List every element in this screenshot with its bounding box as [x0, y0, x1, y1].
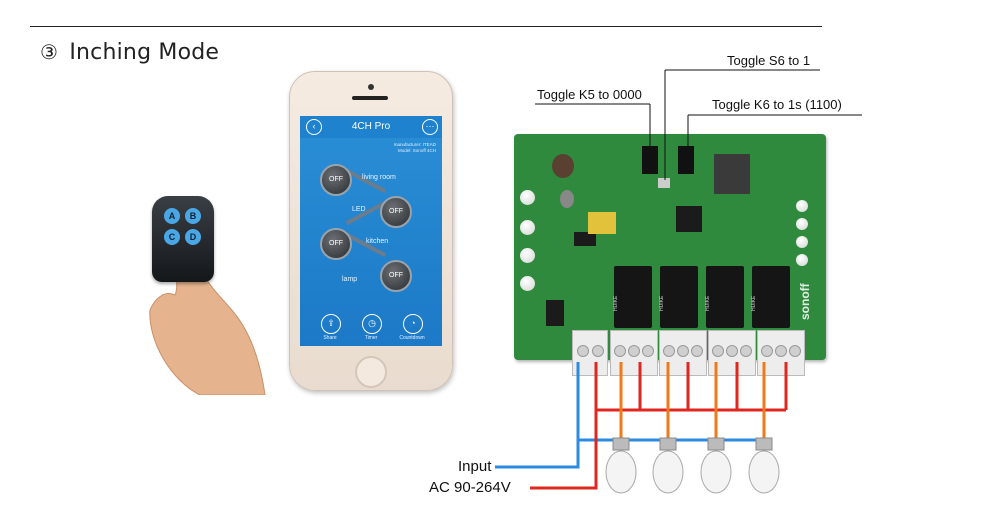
dc-jack — [546, 300, 564, 326]
channel-button-2[interactable] — [520, 220, 535, 235]
ac-voltage-label: AC 90-264V — [429, 479, 511, 496]
channel-3-toggle[interactable]: OFF — [320, 228, 352, 260]
channel-4-toggle[interactable]: OFF — [380, 260, 412, 292]
terminal-slot — [614, 345, 626, 357]
relay-1: HUIKE — [613, 266, 652, 328]
terminal-slot — [726, 345, 738, 357]
smartphone: ‹ 4CH Pro ⋯ manufacturer: ITEAD Model: S… — [289, 71, 453, 391]
transformer — [588, 212, 616, 234]
terminal-slot — [592, 345, 604, 357]
annotation-toggle-s6: Toggle S6 to 1 — [727, 53, 811, 68]
annotation-toggle-k6: Toggle K6 to 1s (1100) — [712, 97, 842, 112]
channel-button-4[interactable] — [520, 276, 535, 291]
bulb-1 — [605, 437, 637, 494]
output-terminal-1 — [610, 330, 658, 376]
terminal-slot — [789, 345, 801, 357]
antenna-coil — [552, 154, 574, 178]
terminal-slot — [663, 345, 675, 357]
capacitor — [560, 190, 574, 208]
relay-2: HUIKE — [659, 266, 698, 328]
terminal-slot — [740, 345, 752, 357]
channel-3-label: kitchen — [366, 238, 389, 245]
terminal-slot — [642, 345, 654, 357]
front-camera — [368, 84, 374, 90]
timer-label: Timer — [364, 335, 378, 341]
remote-button-c[interactable]: C — [164, 229, 180, 245]
status-led-4 — [796, 254, 808, 266]
channel-2-toggle[interactable]: OFF — [380, 196, 412, 228]
channel-1-label: living room — [362, 174, 396, 181]
bulb-2 — [652, 437, 684, 494]
relay-3: HUIKE — [705, 266, 744, 328]
channel-1-toggle[interactable]: OFF — [320, 164, 352, 196]
rf-remote: A B C D — [152, 196, 214, 282]
top-divider — [30, 26, 822, 27]
dip-switch-k5[interactable] — [642, 146, 658, 174]
regulator-chip — [574, 232, 596, 246]
app-screen: ‹ 4CH Pro ⋯ manufacturer: ITEAD Model: S… — [300, 116, 442, 346]
more-options-icon[interactable]: ⋯ — [422, 119, 438, 135]
meta-model: Model: Sonoff 4CH — [398, 148, 436, 153]
share-label: Share — [323, 335, 337, 341]
relay-4: HUIKE — [751, 266, 790, 328]
relay-board: HUIKE HUIKE HUIKE HUIKE sonoff — [514, 134, 826, 376]
neutral-wire — [495, 362, 580, 469]
status-led-1 — [796, 200, 808, 212]
remote-button-b[interactable]: B — [185, 208, 201, 224]
microcontroller-chip — [676, 206, 702, 232]
switch-s6[interactable] — [658, 178, 670, 188]
channel-2-label: LED — [352, 206, 366, 213]
heading-number: ③ — [40, 40, 59, 64]
countdown-label: Countdown — [399, 335, 425, 341]
dip-switch-k6[interactable] — [678, 146, 694, 174]
meta-manufacturer: manufacturer: ITEAD — [393, 142, 436, 147]
app-title: 4CH Pro — [351, 121, 391, 132]
terminal-slot — [761, 345, 773, 357]
input-terminal — [572, 330, 608, 376]
terminal-slot — [628, 345, 640, 357]
status-led-2 — [796, 218, 808, 230]
terminal-slot — [712, 345, 724, 357]
bulb-4 — [748, 437, 780, 494]
input-label: Input — [458, 458, 492, 475]
terminal-slot — [775, 345, 787, 357]
terminal-slot — [577, 345, 589, 357]
status-led-3 — [796, 236, 808, 248]
home-button[interactable] — [355, 356, 387, 388]
output-terminal-2 — [659, 330, 707, 376]
wifi-module — [714, 154, 750, 194]
channel-4-label: lamp — [342, 276, 358, 283]
section-heading: ③ Inching Mode — [40, 40, 219, 65]
device-meta: manufacturer: ITEAD Model: Sonoff 4CH — [368, 142, 436, 154]
channel-button-3[interactable] — [520, 248, 535, 263]
countdown-icon[interactable]: ◔ — [403, 314, 423, 334]
app-header — [300, 116, 442, 138]
channel-button-1[interactable] — [520, 190, 535, 205]
bulb-3 — [700, 437, 732, 494]
remote-button-d[interactable]: D — [185, 229, 201, 245]
heading-text: Inching Mode — [69, 40, 220, 65]
back-icon[interactable]: ‹ — [306, 119, 322, 135]
earpiece-speaker — [352, 96, 388, 100]
annotation-toggle-k5: Toggle K5 to 0000 — [537, 87, 642, 102]
phase-wire — [530, 362, 598, 490]
remote-button-a[interactable]: A — [164, 208, 180, 224]
timer-icon[interactable]: ◷ — [362, 314, 382, 334]
terminal-slot — [691, 345, 703, 357]
share-icon[interactable]: ⇪ — [321, 314, 341, 334]
terminal-slot — [677, 345, 689, 357]
